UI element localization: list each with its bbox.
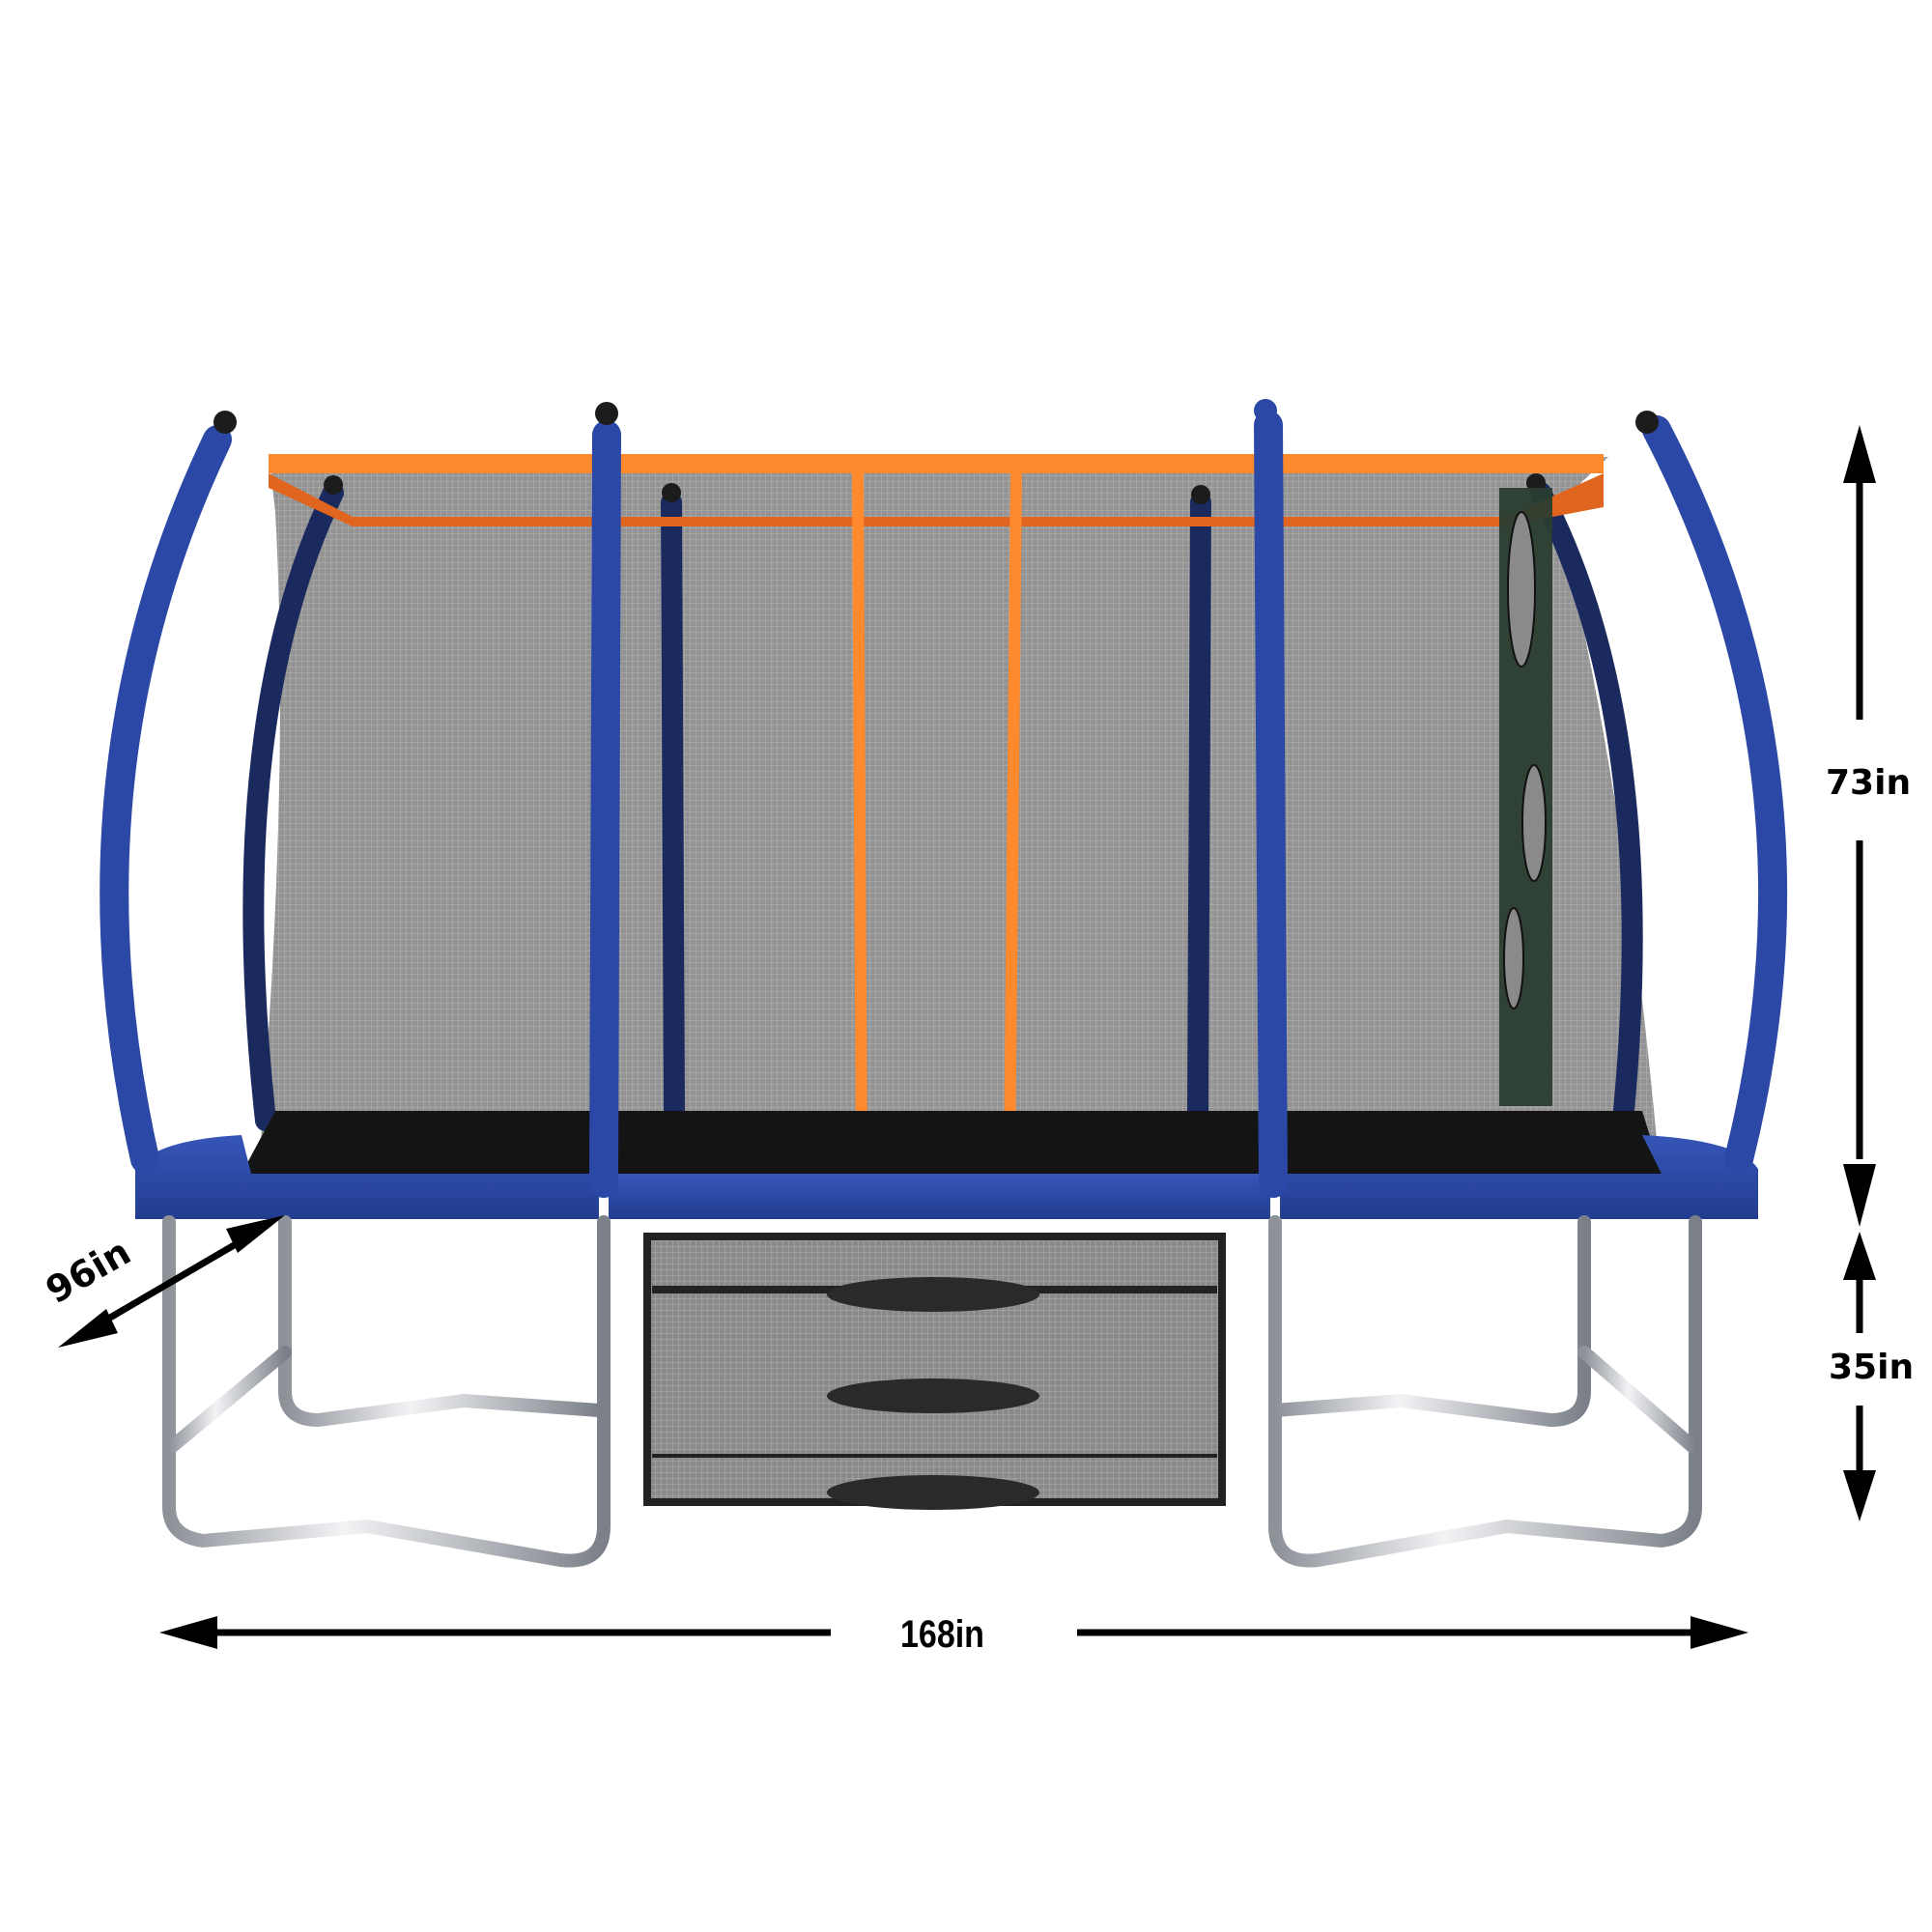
ladder-step bbox=[827, 1277, 1039, 1312]
enclosure-net bbox=[261, 457, 1657, 1140]
goal-hole bbox=[1521, 764, 1547, 882]
length-dimension-label: 168in bbox=[900, 1613, 984, 1656]
goal-hole bbox=[1507, 511, 1536, 668]
front-pole-caps bbox=[213, 399, 1659, 434]
height-arrow bbox=[1843, 425, 1876, 1227]
jump-mat bbox=[242, 1111, 1662, 1174]
frame-height-arrow bbox=[1843, 1232, 1876, 1521]
length-arrow bbox=[159, 1616, 1748, 1649]
width-arrow bbox=[58, 1215, 285, 1348]
ladder-step bbox=[827, 1378, 1039, 1413]
back-enclosure-poles bbox=[242, 482, 1643, 1131]
height-dimension-label: 73in bbox=[1826, 763, 1912, 803]
dimension-arrows bbox=[58, 425, 1876, 1649]
ladder-net bbox=[643, 1233, 1226, 1506]
ladder-step bbox=[827, 1475, 1039, 1510]
front-enclosure-poles bbox=[99, 411, 1788, 1198]
frame-height-dimension-label: 35in bbox=[1829, 1348, 1915, 1387]
frame-pad bbox=[135, 1135, 1758, 1219]
ladder bbox=[823, 1219, 1043, 1584]
soccer-goal-panel bbox=[1499, 488, 1552, 1106]
steel-frame bbox=[162, 1215, 1702, 1568]
goal-hole bbox=[1503, 907, 1524, 1009]
net-vertical-straps bbox=[852, 468, 1022, 1170]
